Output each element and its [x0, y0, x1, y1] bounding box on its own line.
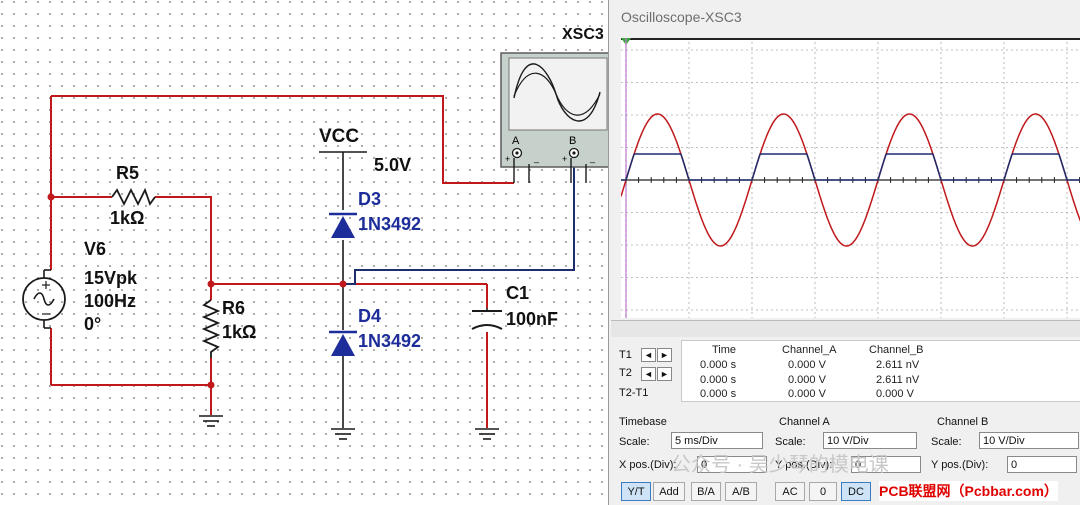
scope-display [620, 38, 1080, 318]
c1-name: C1 [506, 283, 530, 303]
t1-label: T1 [619, 349, 632, 361]
channel-b-title: Channel B [937, 416, 989, 428]
channel-a-ypos-input[interactable]: 0 [851, 456, 921, 473]
channel-b-ypos-label: Y pos.(Div): [931, 459, 989, 471]
t1-right-arrow-icon[interactable]: ► [657, 348, 672, 362]
diode-d3-icon[interactable] [329, 212, 357, 238]
table-cell: 0.000 s [700, 359, 737, 371]
table-header: Time [712, 344, 737, 356]
t2-t1-label: T2-T1 [619, 387, 649, 399]
v6-name: V6 [84, 239, 107, 259]
timebase-scale-input[interactable]: 5 ms/Div [671, 432, 763, 449]
a-over-b-button[interactable]: A/B [725, 482, 757, 501]
v6-amplitude: 15Vpk [84, 268, 138, 288]
ac-source-v6-icon[interactable] [22, 269, 66, 329]
v6-frequency: 100Hz [84, 291, 137, 311]
table-cell: 0.000 V [788, 359, 826, 371]
cursor-scrollbar[interactable] [611, 320, 1080, 337]
d3-part: 1N3492 [358, 214, 422, 234]
table-cell: 2.611 nV [876, 359, 920, 371]
measurement-table: Time Channel_A Channel_B 0.000 s 0.000 V… [681, 340, 1080, 402]
channel-b-scale-label: Scale: [931, 436, 962, 448]
oscilloscope-window[interactable]: Oscilloscope-XSC3 T1 ◄ ► T2 ◄ ► T2-T1 Ti… [608, 0, 1080, 505]
cursor-readout-panel: T1 ◄ ► T2 ◄ ► T2-T1 Time Channel_A Chann… [613, 340, 1080, 402]
resistor-r5-icon[interactable] [111, 187, 156, 207]
capacitor-c1-icon[interactable] [471, 308, 503, 330]
t1-left-arrow-icon[interactable]: ◄ [641, 348, 656, 362]
table-cell: 0.000 V [788, 388, 826, 400]
channel-a-ac-button[interactable]: AC [775, 482, 805, 501]
scope-traces [620, 113, 1080, 247]
instrument-label: XSC3 [562, 26, 604, 43]
yt-mode-button[interactable]: Y/T [621, 482, 651, 501]
b-over-a-button[interactable]: B/A [691, 482, 721, 501]
ground-icon [331, 428, 355, 440]
minus-a-label: _ [534, 153, 540, 163]
table-header: Channel_A [782, 344, 837, 356]
table-cell: 0.000 V [876, 388, 914, 400]
channel-b-scale-input[interactable]: 10 V/Div [979, 432, 1079, 449]
diode-d4-icon[interactable] [329, 330, 357, 356]
resistor-r6-icon[interactable] [201, 299, 221, 358]
ground-icon [475, 428, 499, 440]
channel-b-terminal-label: B [569, 135, 577, 147]
scope-screen[interactable] [620, 38, 1080, 318]
plus-b-label: + [562, 154, 568, 164]
t2-left-arrow-icon[interactable]: ◄ [641, 367, 656, 381]
d3-name: D3 [358, 189, 382, 209]
window-title: Oscilloscope-XSC3 [621, 9, 742, 25]
channel-a-dc-button[interactable]: DC [841, 482, 871, 501]
channel-b-ypos-input[interactable]: 0 [1007, 456, 1077, 473]
channel-a-terminal-label: A [512, 135, 520, 147]
channel-a-ypos-label: Y pos.(Div): [775, 459, 833, 471]
minus-b-label: _ [590, 153, 596, 163]
t2-label: T2 [619, 367, 632, 379]
d4-part: 1N3492 [358, 331, 422, 351]
table-cell: 2.611 nV [876, 374, 920, 386]
d4-name: D4 [358, 306, 382, 326]
plus-a-label: + [505, 154, 511, 164]
wechat-watermark: 公众号 · 吴少琴的模电课 [671, 454, 889, 476]
table-cell: 0.000 V [788, 374, 826, 386]
oscilloscope-instrument-icon[interactable] [500, 52, 614, 183]
ground-icon [199, 415, 223, 427]
x-position-input[interactable]: 0 [697, 456, 767, 473]
channel-a-title: Channel A [779, 416, 830, 428]
table-cell: 0.000 s [700, 374, 737, 386]
site-watermark: PCB联盟网（Pcbbar.com） [879, 481, 1058, 501]
v6-phase: 0° [84, 314, 102, 334]
timebase-title: Timebase [619, 416, 667, 428]
vcc-value: 5.0V [374, 155, 412, 175]
c1-value: 100nF [506, 309, 559, 329]
channel-a-scale-input[interactable]: 10 V/Div [823, 432, 917, 449]
x-position-label: X pos.(Div): [619, 459, 677, 471]
channel-a-scale-label: Scale: [775, 436, 806, 448]
table-header: Channel_B [869, 344, 924, 356]
vcc-label: VCC [319, 126, 360, 147]
add-mode-button[interactable]: Add [653, 482, 685, 501]
channel-b-trace [621, 153, 1080, 181]
timebase-scale-label: Scale: [619, 436, 650, 448]
r6-name: R6 [222, 298, 246, 318]
blue-wire [343, 160, 575, 285]
table-cell: 0.000 s [700, 388, 737, 400]
r5-value: 1kΩ [110, 208, 145, 228]
junction-dots [47, 193, 347, 389]
red-wires [50, 95, 514, 428]
r6-value: 1kΩ [222, 322, 257, 342]
channel-a-zero-button[interactable]: 0 [809, 482, 837, 501]
t2-right-arrow-icon[interactable]: ► [657, 367, 672, 381]
r5-name: R5 [116, 163, 140, 183]
